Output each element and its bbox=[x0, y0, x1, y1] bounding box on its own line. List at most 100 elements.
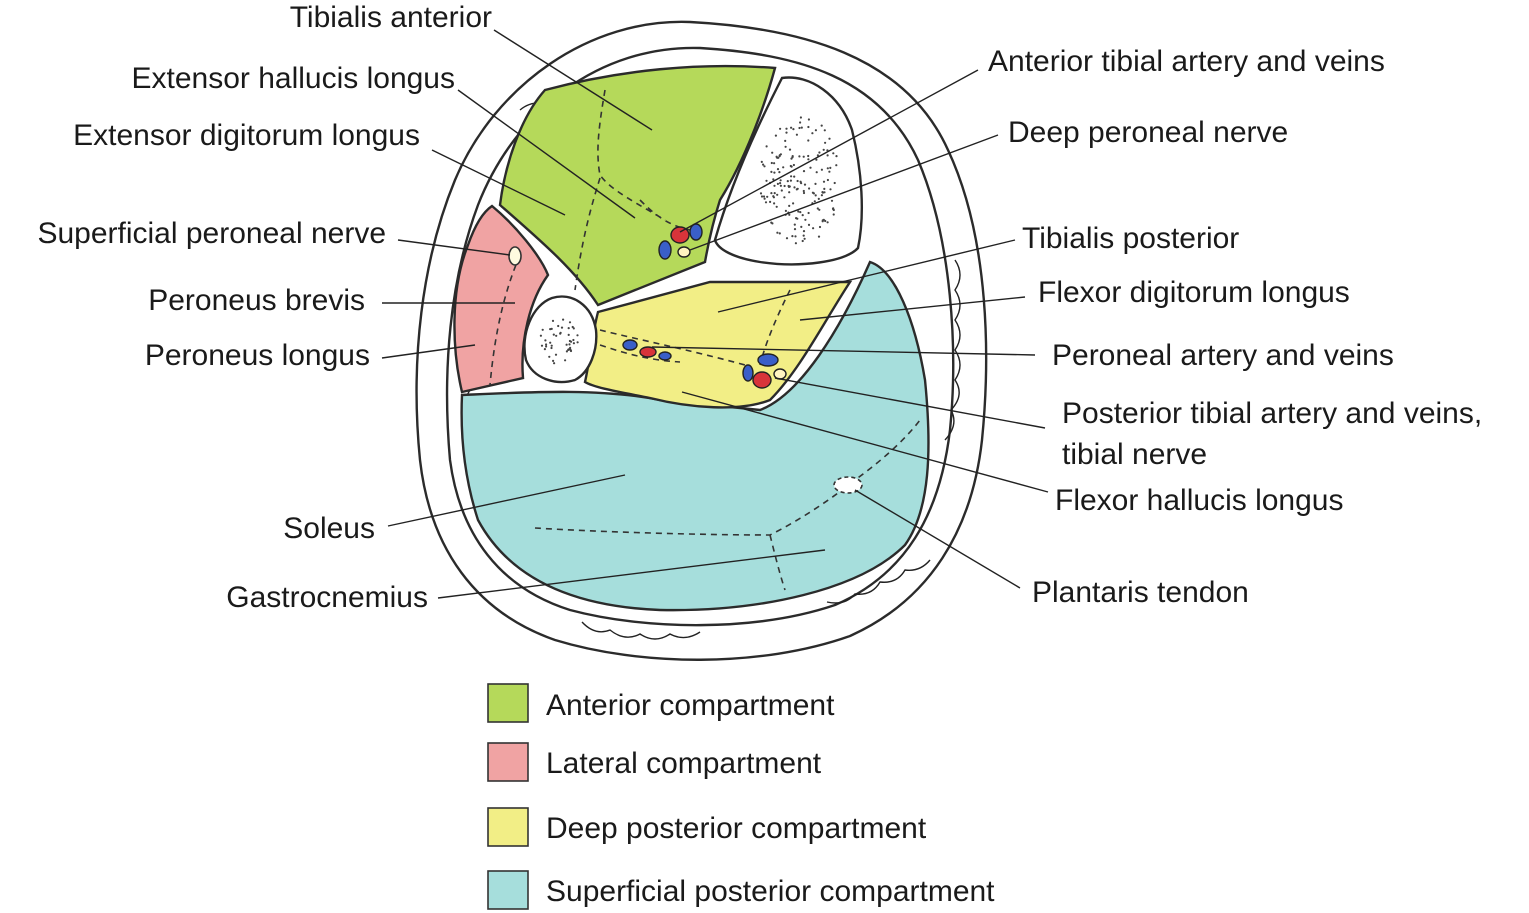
peroneal-vessels bbox=[622, 339, 672, 361]
leader-gastrocnemius bbox=[437, 549, 826, 599]
leader-peroneal-artery bbox=[651, 346, 1036, 356]
bone-stipple-dot bbox=[765, 179, 768, 182]
label-peroneal-artery: Peroneal artery and veins bbox=[1052, 339, 1394, 372]
label-peroneus-longus: Peroneus longus bbox=[145, 339, 370, 372]
bone-stipple-dot bbox=[554, 353, 558, 356]
bone-stipple-dot bbox=[835, 155, 838, 158]
label-peroneus-brevis: Peroneus brevis bbox=[148, 284, 365, 317]
label-gastrocnemius: Gastrocnemius bbox=[226, 581, 428, 614]
posterior-tibial-vessels bbox=[742, 353, 787, 389]
bone-stipple-dot bbox=[823, 129, 826, 132]
bone-stipple-dot bbox=[811, 132, 814, 135]
bone-stipple-dot bbox=[785, 131, 788, 134]
bone-stipple-dot bbox=[569, 346, 572, 349]
anterior-tibial-vessels bbox=[658, 223, 703, 260]
bone-stipple-dot bbox=[802, 155, 805, 158]
bone-stipple-dot bbox=[782, 166, 785, 169]
bone-stipple-dot bbox=[793, 223, 796, 226]
bone-stipple-dot bbox=[787, 185, 791, 188]
leader-tibialis-anterior bbox=[493, 29, 653, 131]
bone-stipple-dot bbox=[772, 178, 775, 181]
bone-stipple-dot bbox=[539, 334, 543, 337]
bone-stipple-dot bbox=[793, 228, 797, 231]
bone-stipple-dot bbox=[817, 235, 821, 238]
bone-stipple-dot bbox=[765, 145, 768, 148]
bone-stipple-dot bbox=[779, 182, 782, 185]
bone-stipple-dot bbox=[814, 194, 817, 197]
bone-stipple-dot bbox=[572, 327, 575, 330]
deep-peroneal-nerve-marker bbox=[677, 246, 691, 258]
bone-stipple-dot bbox=[833, 181, 836, 185]
bone-stipple-dot bbox=[821, 191, 824, 194]
posterior-tibial-artery-marker bbox=[752, 371, 772, 389]
bone-stipple-dot bbox=[807, 211, 810, 215]
leader-anterior-tibial-artery bbox=[679, 69, 979, 233]
bone-stipple-dot bbox=[822, 180, 826, 183]
bone-stipple-dot bbox=[803, 237, 806, 240]
leader-plantaris-tendon bbox=[854, 489, 1021, 589]
bone-stipple-dot bbox=[796, 179, 799, 183]
bone-stipple-dot bbox=[802, 189, 805, 193]
deep-posterior-dashed-divisions bbox=[599, 289, 791, 366]
bone-stipple-dot bbox=[776, 182, 780, 185]
bone-stipple-dot bbox=[760, 160, 763, 163]
bone-stipple-dot bbox=[821, 219, 824, 222]
bone-stipple-dot bbox=[550, 346, 553, 350]
bone-stipple-dot bbox=[823, 187, 826, 190]
bone-stipple-dot bbox=[794, 235, 797, 238]
legend-swatch-deep-posterior bbox=[487, 807, 529, 847]
bone-stipple-dot bbox=[815, 171, 818, 174]
bone-stipple-dot bbox=[553, 362, 556, 365]
bone-stipple-dot bbox=[776, 231, 779, 234]
bone-stipple-dot bbox=[818, 151, 821, 154]
bone-stipple-dot bbox=[795, 188, 798, 191]
bone-stipple-dot bbox=[835, 164, 838, 167]
bone-stipple-dot bbox=[784, 145, 787, 148]
bone-stipple-dot bbox=[800, 126, 803, 129]
posterior-tibial-vein-marker bbox=[757, 353, 779, 367]
bone-stipple-dot bbox=[783, 184, 786, 188]
superficial-peroneal-nerve-marker bbox=[508, 246, 522, 266]
label-superficial-peroneal-nerve: Superficial peroneal nerve bbox=[37, 217, 386, 250]
bone-stipple-dot bbox=[559, 331, 562, 334]
bone-stipple-dot bbox=[785, 237, 789, 240]
bone-stipple-dot bbox=[797, 210, 800, 213]
bone-stipple-dot bbox=[569, 349, 572, 352]
legend: Anterior compartment Lateral compartment… bbox=[487, 683, 995, 910]
bone-stipple-dot bbox=[762, 163, 765, 166]
bone-stipple-dot bbox=[828, 170, 831, 173]
bone-stipple-dot bbox=[788, 204, 791, 207]
leader-extensor-hallucis-longus bbox=[457, 89, 636, 219]
leader-extensor-digitorum-longus bbox=[431, 149, 566, 216]
legend-label-deep-posterior: Deep posterior compartment bbox=[546, 812, 927, 845]
bone-stipple-dot bbox=[560, 326, 564, 329]
bone-stipple-dot bbox=[824, 141, 827, 144]
bone-stipple-dot bbox=[801, 239, 804, 243]
bone-stipple-dot bbox=[786, 180, 789, 183]
bone-stipple-dot bbox=[568, 321, 572, 324]
bone-stipple-dot bbox=[826, 154, 829, 157]
posterior-tibial-vein-marker bbox=[742, 364, 754, 382]
bone-stipple-dot bbox=[771, 222, 774, 225]
peroneal-artery-marker bbox=[639, 346, 657, 358]
bone-stipple-dot bbox=[772, 196, 776, 199]
bone-stipple-dot bbox=[800, 182, 803, 185]
label-flexor-hallucis-longus: Flexor hallucis longus bbox=[1055, 484, 1343, 517]
bone-stipple-dot bbox=[545, 345, 548, 348]
bone-stipple-dot bbox=[790, 157, 793, 160]
bone-stipple-dot bbox=[773, 184, 776, 187]
bone-stipple-dot bbox=[799, 211, 802, 214]
bone-stipple-dot bbox=[760, 195, 764, 198]
bone-stipple-dot bbox=[565, 343, 568, 346]
bone-stipple-dot bbox=[778, 232, 781, 235]
bone-stipple-dot bbox=[807, 118, 811, 121]
bone-stipple-dot bbox=[770, 161, 773, 165]
bone-stipple-dot bbox=[776, 193, 779, 196]
legend-label-anterior: Anterior compartment bbox=[546, 689, 835, 722]
label-tibialis-posterior: Tibialis posterior bbox=[1022, 222, 1239, 255]
bone-stipple-dot bbox=[544, 339, 547, 342]
bone-stipple-dot bbox=[774, 134, 778, 137]
label-deep-peroneal-nerve: Deep peroneal nerve bbox=[1008, 116, 1288, 149]
bone-stipple-dot bbox=[771, 151, 774, 154]
bone-stipple-dot bbox=[832, 213, 835, 216]
